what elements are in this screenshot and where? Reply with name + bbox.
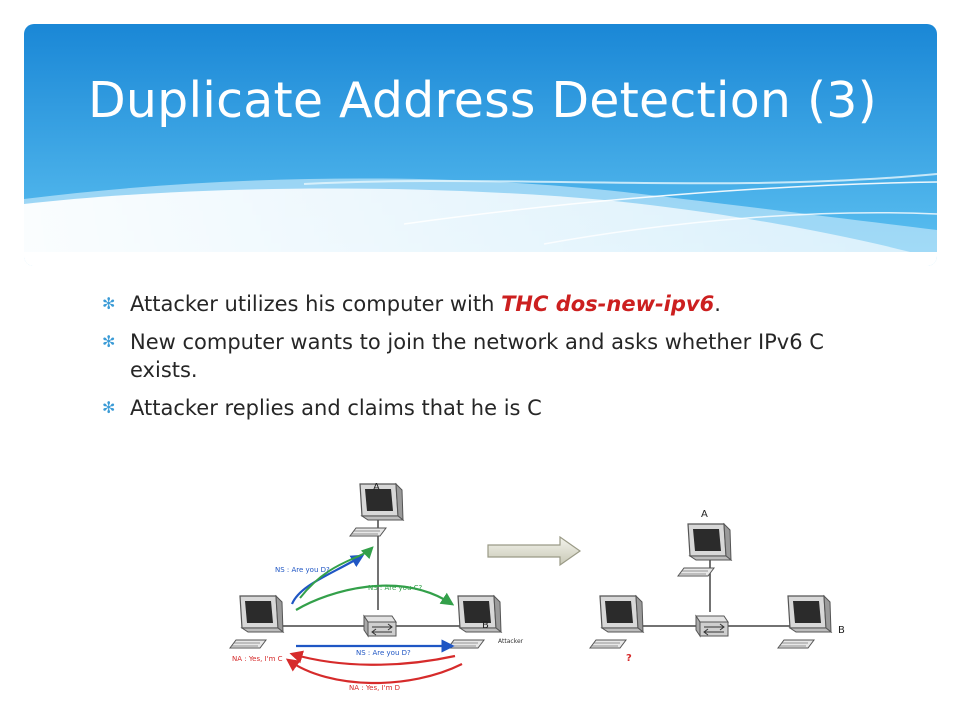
- asterisk-bullet-icon: ✻: [102, 294, 116, 313]
- asterisk-bullet-icon: ✻: [102, 332, 116, 351]
- unknown-address-label: ?: [626, 653, 632, 664]
- new-computer-icon: [589, 595, 644, 649]
- switch-icon: [363, 615, 397, 637]
- node-b-label: B: [838, 625, 845, 636]
- attacker-computer-icon: [447, 595, 502, 649]
- header-background: [24, 24, 937, 266]
- tool-name-highlight: THC dos-new-ipv6: [501, 292, 715, 316]
- na-yes-im-c-label: NA : Yes, I'm C: [232, 655, 283, 663]
- node-a-label: A: [373, 482, 380, 493]
- ns-are-you-c-label: NS : Are you C?: [368, 584, 423, 592]
- asterisk-bullet-icon: ✻: [102, 398, 116, 417]
- right-network-diagram: A B ?: [589, 509, 845, 664]
- node-a-label: A: [701, 509, 708, 520]
- ns-are-you-d-top-label: NS : Are you D?: [275, 566, 330, 574]
- node-b-label: B: [482, 620, 489, 631]
- bullet-item: ✻ Attacker utilizes his computer with TH…: [102, 292, 721, 316]
- ns-are-you-d-bottom-label: NS : Are you D?: [356, 649, 411, 657]
- bullet-item: ✻ Attacker replies and claims that he is…: [102, 396, 542, 420]
- attacker-label: Attacker: [498, 638, 524, 645]
- bullet-list: ✻ Attacker utilizes his computer with TH…: [102, 290, 862, 432]
- na-yes-im-d-label: NA : Yes, I'm D: [349, 684, 400, 692]
- left-network-diagram: A B Attacker NS : Are you D? NS : Are yo…: [229, 482, 524, 692]
- computer-a-icon: [677, 523, 732, 577]
- computer-c-icon: [229, 595, 284, 649]
- slide-header: [24, 24, 937, 266]
- computer-b-icon: [777, 595, 832, 649]
- bullet-item: ✻ New computer wants to join the network…: [102, 330, 824, 382]
- slide-title: Duplicate Address Detection (3): [88, 72, 877, 129]
- switch-icon: [695, 615, 729, 637]
- transition-arrow-icon: [487, 535, 582, 567]
